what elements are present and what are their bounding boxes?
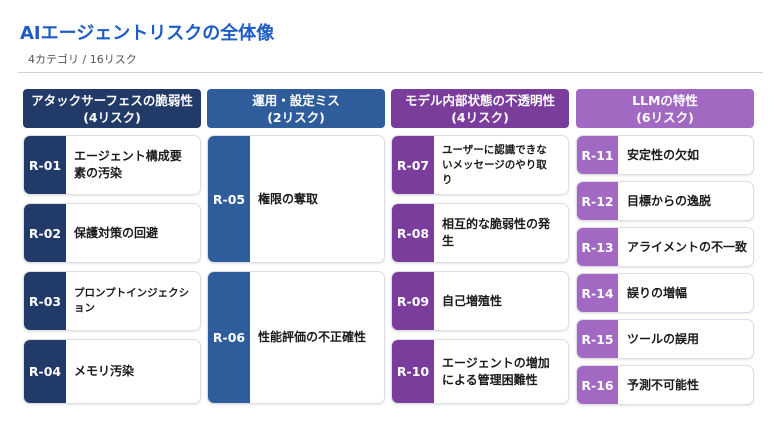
- risk-card-r13[interactable]: R-13 アライメントの不一致: [576, 227, 754, 267]
- header-divider: [18, 72, 763, 73]
- risk-id: R-04: [24, 340, 66, 403]
- category-count: (4リスク): [451, 109, 509, 125]
- risk-card-r09[interactable]: R-09 自己増殖性: [391, 271, 569, 331]
- category-name: LLMの特性: [632, 92, 698, 108]
- risk-card-r12[interactable]: R-12 目標からの逸脱: [576, 181, 754, 221]
- risk-id: R-16: [577, 366, 618, 404]
- category-name: 運用・設定ミス: [252, 92, 340, 108]
- risk-id: R-10: [392, 340, 434, 403]
- risk-id: R-12: [577, 182, 618, 220]
- risk-label: エージェント構成要素の汚染: [74, 149, 182, 180]
- risk-label: 目標からの逸脱: [627, 193, 712, 208]
- risk-label: エージェントの増加による管理困難性: [442, 355, 550, 387]
- risk-label: 保護対策の回避: [74, 225, 159, 240]
- risk-label: アライメントの不一致: [627, 239, 748, 254]
- risk-label: 相互的な脆弱性の発生: [442, 217, 551, 248]
- page-subtitle: 4カテゴリ / 16リスク: [28, 53, 137, 66]
- page-title: AIエージェントリスクの全体像: [20, 23, 275, 44]
- risk-label: 誤りの増幅: [627, 285, 688, 300]
- risk-id: R-03: [24, 272, 66, 330]
- risk-id: R-07: [392, 136, 434, 194]
- risk-id: R-14: [577, 274, 618, 312]
- risk-id: R-08: [392, 204, 434, 262]
- category-column-model-opacity: モデル内部状態の不透明性 (4リスク) R-07 ユーザーに認識できないメッセー…: [391, 89, 569, 404]
- risk-id: R-02: [24, 204, 66, 262]
- category-column-operations: 運用・設定ミス (2リスク) R-05 権限の奪取 R-06 性能評価の不正確性: [207, 89, 385, 404]
- risk-label: プロンプトインジェクション: [74, 287, 190, 314]
- category-name: アタックサーフェスの脆弱性: [31, 92, 193, 108]
- risk-label: 予測不可能性: [627, 377, 700, 392]
- risk-card-r16[interactable]: R-16 予測不可能性: [576, 365, 754, 405]
- risk-card-r15[interactable]: R-15 ツールの誤用: [576, 319, 754, 359]
- risk-label: 自己増殖性: [442, 293, 503, 308]
- risk-card-r04[interactable]: R-04 メモリ汚染: [23, 339, 201, 404]
- category-count: (6リスク): [636, 109, 694, 125]
- category-name: モデル内部状態の不透明性: [404, 92, 555, 108]
- category-header: LLMの特性 (6リスク): [576, 89, 754, 128]
- category-header: モデル内部状態の不透明性 (4リスク): [391, 89, 569, 128]
- risk-label: 権限の奪取: [258, 191, 319, 206]
- risk-card-r07[interactable]: R-07 ユーザーに認識できないメッセージのやり取り: [391, 135, 569, 195]
- risk-card-r06[interactable]: R-06 性能評価の不正確性: [207, 271, 385, 404]
- risk-id: R-15: [577, 320, 618, 358]
- risk-card-r10[interactable]: R-10 エージェントの増加による管理困難性: [391, 339, 569, 404]
- risk-card-r11[interactable]: R-11 安定性の欠如: [576, 135, 754, 175]
- risk-label: 安定性の欠如: [627, 147, 700, 162]
- risk-card-r02[interactable]: R-02 保護対策の回避: [23, 203, 201, 263]
- risk-card-r03[interactable]: R-03 プロンプトインジェクション: [23, 271, 201, 331]
- risk-card-r05[interactable]: R-05 権限の奪取: [207, 135, 385, 263]
- category-header: アタックサーフェスの脆弱性 (4リスク): [23, 89, 201, 128]
- risk-id: R-09: [392, 272, 434, 330]
- risk-id: R-06: [208, 272, 250, 403]
- category-count: (4リスク): [83, 109, 141, 125]
- category-count: (2リスク): [267, 109, 325, 125]
- category-column-llm-traits: LLMの特性 (6リスク) R-11 安定性の欠如 R-12 目標からの逸脱 R…: [576, 89, 754, 405]
- risk-id: R-13: [577, 228, 618, 266]
- risk-label: ツールの誤用: [627, 331, 700, 346]
- risk-card-r08[interactable]: R-08 相互的な脆弱性の発生: [391, 203, 569, 263]
- category-header: 運用・設定ミス (2リスク): [207, 89, 385, 128]
- risk-label: メモリ汚染: [74, 364, 135, 378]
- risk-card-r01[interactable]: R-01 エージェント構成要素の汚染: [23, 135, 201, 195]
- risk-label: 性能評価の不正確性: [258, 330, 367, 344]
- risk-label: ユーザーに認識できないメッセージのやり取り: [442, 143, 547, 186]
- risk-card-r14[interactable]: R-14 誤りの増幅: [576, 273, 754, 313]
- risk-id: R-11: [577, 136, 618, 174]
- risk-id: R-05: [208, 136, 250, 262]
- category-column-attack-surface: アタックサーフェスの脆弱性 (4リスク) R-01 エージェント構成要素の汚染 …: [23, 89, 201, 404]
- risk-id: R-01: [24, 136, 66, 194]
